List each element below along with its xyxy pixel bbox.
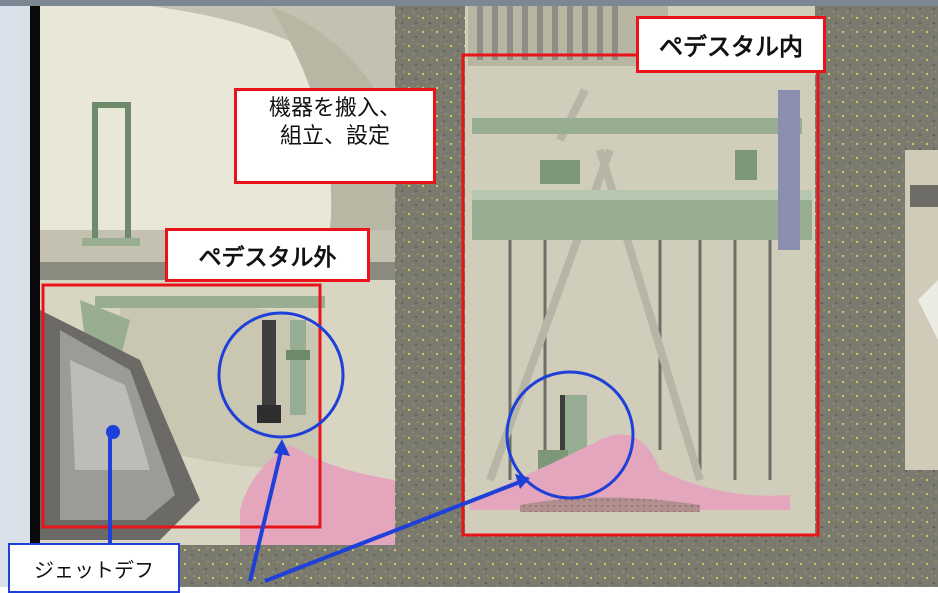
pedestal-outside-label: ペデスタル外	[165, 228, 370, 282]
left-black-edge	[30, 6, 40, 546]
equipment-note-line2: 組立、設定	[279, 124, 390, 149]
center-deposit	[470, 434, 790, 510]
callout-arrows	[108, 433, 530, 583]
pedestal-vertical-rails	[508, 240, 772, 480]
inside-tool-highlight	[505, 370, 635, 500]
left-deposit	[240, 445, 395, 545]
equipment-note: 機器を搬入、 組立、設定	[234, 88, 436, 184]
support-beam	[95, 296, 325, 308]
pedestal-outside-frame	[41, 283, 322, 529]
equipment-note-line1: 機器を搬入、	[268, 96, 401, 121]
upper-ladder-frame	[92, 102, 131, 240]
upper-platform-beam	[472, 118, 802, 134]
outside-tool-highlight	[217, 311, 345, 439]
jet-deflector-structure	[40, 310, 200, 540]
control-rod-drives	[477, 6, 618, 60]
left-hanging-tools	[257, 320, 310, 423]
top-bar	[0, 0, 938, 6]
pedestal-inside-label: ペデスタル内	[636, 16, 826, 73]
reactor-cutaway-illustration	[40, 6, 938, 587]
jet-deflector-label: ジェットデフ	[8, 543, 180, 593]
side-rail-blue	[778, 90, 800, 250]
left-side-strip	[0, 6, 30, 587]
jet-deflector-marker	[106, 425, 120, 439]
